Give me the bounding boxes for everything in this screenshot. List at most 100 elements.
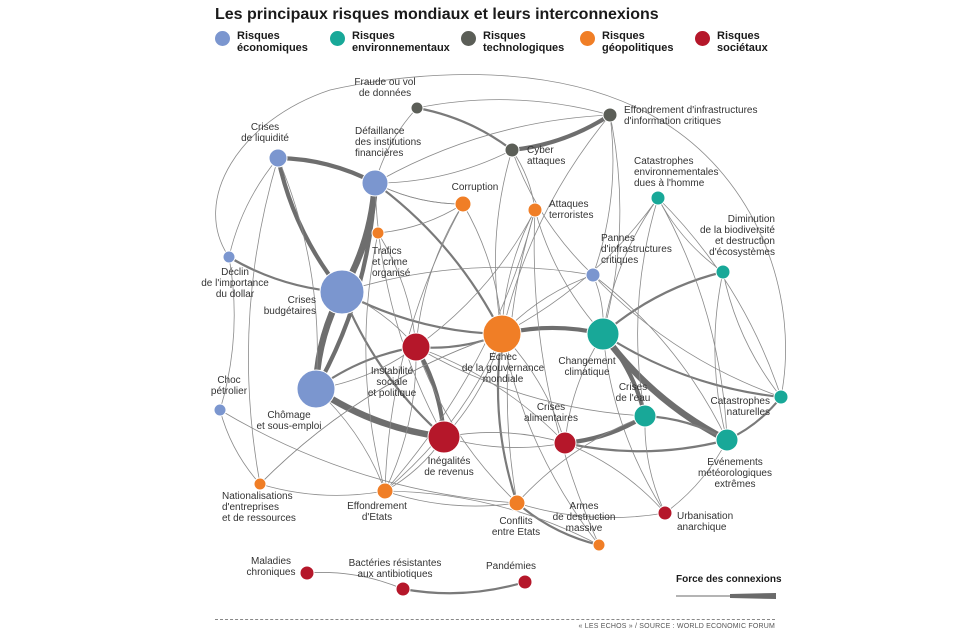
label-effinfo-line: d'information critiques	[624, 116, 721, 127]
edge-eau-instab	[415, 346, 646, 417]
label-national-line: et de ressources	[222, 513, 296, 524]
node-trafics	[371, 226, 385, 240]
label-chomage-line: et sous-emploi	[256, 421, 321, 432]
legend: Risques économiques Risques environnemen…	[215, 30, 815, 64]
legend-label-environmental: Risques environnementaux	[352, 30, 450, 54]
label-armes-line: massive	[566, 523, 603, 534]
node-defin	[361, 169, 389, 197]
node-bacteries	[395, 581, 411, 597]
label-maladies-line: chroniques	[247, 567, 296, 578]
label-choc-line: pétrolier	[211, 386, 248, 397]
legend-item-environmental: Risques environnementaux	[330, 30, 450, 54]
edge-effinfo-climat	[602, 114, 621, 335]
label-pannes-line: critiques	[601, 255, 638, 266]
legend-swatch-environmental	[330, 31, 345, 46]
label-catdh-line: environnementales	[634, 167, 719, 178]
label-effetats-line: Effondrement	[347, 501, 407, 512]
node-armes	[592, 538, 606, 552]
edge-liquid-declin	[228, 157, 279, 258]
label-attaques-line: terroristes	[549, 210, 593, 221]
label-cyber-line: attaques	[527, 156, 565, 167]
label-eau-line: Crises	[619, 382, 647, 393]
edge-cyber-pannes	[511, 149, 594, 276]
label-national-line: Nationalisations	[222, 491, 293, 502]
node-liquid	[268, 148, 288, 168]
label-chomage-line: Chômage	[267, 410, 311, 421]
edge-conflits-effetats	[384, 490, 518, 507]
edge-armes-effetats	[384, 490, 600, 546]
label-instab-line: et politique	[368, 388, 417, 399]
node-budget	[319, 269, 365, 315]
label-corruption-line: Corruption	[452, 182, 499, 193]
label-effinfo-line: Effondrement d'infrastructures	[624, 105, 757, 116]
label-meteo-line: météorologiques	[698, 468, 772, 479]
label-attaques-line: Attaques	[549, 199, 588, 210]
edge-cyber-echec	[495, 149, 513, 335]
label-trafics-line: et crime	[372, 257, 408, 268]
label-climat-line: Changement	[558, 356, 615, 367]
label-catdh-line: Catastrophes	[634, 156, 693, 167]
edge-attaques-conflits	[506, 209, 536, 504]
edge-pannes-meteo	[592, 274, 728, 441]
label-defin-line: financières	[355, 148, 403, 159]
edge-eau-conflits	[516, 415, 646, 504]
label-fraude-line: Fraude ou vol	[354, 77, 415, 88]
label-choc-line: Choc	[217, 375, 240, 386]
legend-label-societal: Risques sociétaux	[717, 30, 768, 54]
edge-fraude-effinfo	[416, 99, 611, 116]
edge-bacteries-pandemies	[401, 580, 527, 595]
edge-defin-echec	[373, 181, 504, 336]
label-budget-line: budgétaires	[264, 306, 316, 317]
label-dimbio-line: d'écosystèmes	[709, 247, 775, 258]
node-dimbio	[715, 264, 731, 280]
label-defin-line: des institutions	[355, 137, 421, 148]
edge-trafics-effetats	[365, 232, 386, 492]
node-attaques	[527, 202, 543, 218]
strength-legend-label: Force des connexions	[676, 574, 782, 585]
chart-title: Les principaux risques mondiaux et leurs…	[215, 6, 659, 23]
label-bacteries-line: aux antibiotiques	[357, 569, 432, 580]
edge-echec-conflits	[496, 332, 519, 505]
edge-instab-effetats	[384, 346, 417, 492]
label-pannes-line: d'infrastructures	[601, 244, 672, 255]
label-eau-line: de l'eau	[616, 393, 651, 404]
edge-defin-inegal	[374, 182, 445, 438]
label-effetats-line: d'Etats	[362, 512, 392, 523]
legend-swatch-economic	[215, 31, 230, 46]
node-catdh	[650, 190, 666, 206]
edge-choc-conflits	[219, 409, 518, 504]
label-trafics-line: Trafics	[372, 246, 402, 257]
edge-urban-conflits	[516, 502, 666, 518]
legend-label-technological: Risques technologiques	[483, 30, 565, 54]
label-pandemies: Pandémies	[486, 561, 536, 572]
edge-climat-catnat	[601, 332, 783, 399]
label-pannes-line: Pannes	[601, 233, 635, 244]
legend-swatch-societal	[695, 31, 710, 46]
edge-attaques-climat	[534, 209, 604, 335]
legend-label-geopolitical: Risques géopolitiques	[602, 30, 674, 54]
node-national	[253, 477, 267, 491]
edge-attaques-instab	[415, 209, 536, 348]
label-declin-line: du dollar	[216, 289, 255, 300]
label-echec-line: mondiale	[483, 374, 524, 385]
